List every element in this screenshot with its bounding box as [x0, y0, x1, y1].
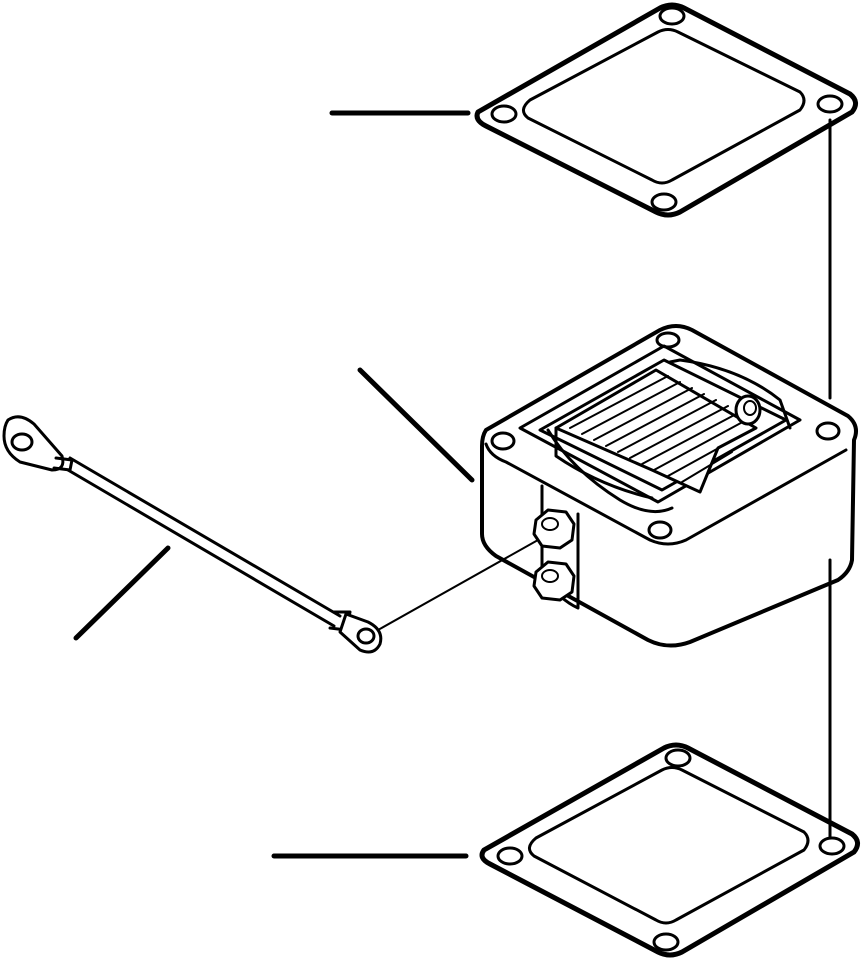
bolt-hole-icon	[496, 846, 524, 866]
bolt-hole-icon	[658, 6, 686, 26]
connection-line-strap	[377, 539, 539, 631]
bolt-hole-icon	[655, 331, 681, 349]
bolt-hole-icon	[664, 748, 692, 768]
terminal-nut-upper	[532, 508, 576, 550]
leader-line-heater-body	[357, 367, 475, 483]
bolt-hole-icon	[490, 104, 518, 124]
bolt-hole-icon	[816, 94, 844, 114]
bolt-hole-icon	[818, 836, 846, 856]
ring-terminal-icon	[356, 627, 376, 645]
leader-line-ground-strap	[73, 545, 171, 641]
heater-grid	[554, 368, 758, 500]
ring-terminal-icon	[10, 432, 34, 452]
bolt-hole-icon	[490, 431, 516, 451]
lower-gasket	[479, 742, 860, 958]
terminal-nut-lower	[532, 560, 576, 602]
bolt-hole-icon	[647, 520, 673, 540]
bolt-hole-icon	[650, 192, 678, 212]
bolt-hole-icon	[815, 421, 841, 441]
ground-strap	[2, 415, 383, 654]
heater-body	[480, 324, 858, 648]
bolt-hole-icon	[652, 932, 680, 952]
upper-gasket	[474, 2, 858, 218]
